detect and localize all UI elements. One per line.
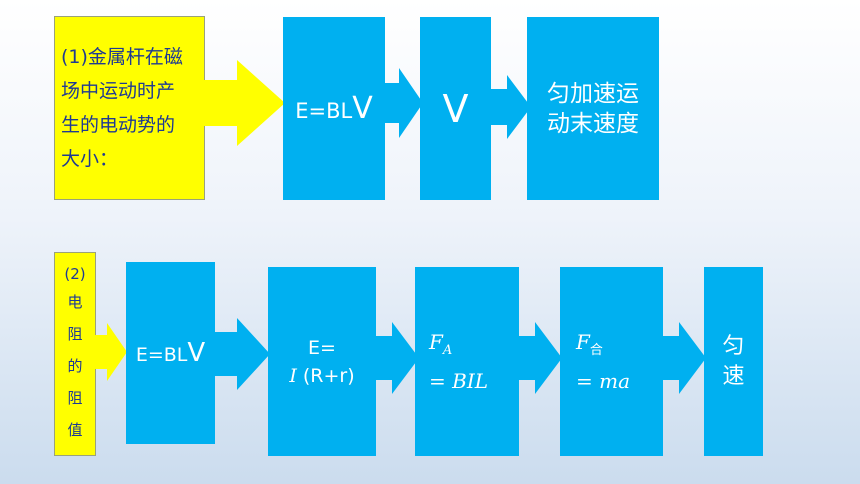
intro-line: 电 (67, 293, 83, 311)
arrow-intro-to-emf-2 (95, 323, 127, 381)
intro-line: 的 (67, 357, 83, 375)
intro-line: 大小： (61, 148, 119, 170)
result-box: 匀加速运 动末速度 (527, 17, 659, 200)
result-line: 匀加速运 (547, 80, 639, 107)
net-force-equation: = ma (576, 369, 631, 393)
velocity-box: V (420, 17, 491, 200)
ohm-current: I (289, 364, 297, 387)
force-equation: = BIL (429, 369, 488, 393)
intro-line: 阻 (67, 389, 83, 407)
intro-line: (2) (64, 265, 86, 283)
net-force-box: F合 = ma (560, 267, 663, 456)
intro-line: 值 (67, 421, 83, 439)
intro-line: (1)金属杆在磁 (61, 46, 183, 68)
intro-line: 阻 (67, 325, 83, 343)
arrow-intro-to-emf-1 (203, 60, 285, 146)
intro-line: 生的电动势的 (61, 114, 176, 136)
emf-v: V (187, 338, 206, 368)
emf-text: E=BL (135, 344, 188, 366)
emf-box-2: E=BLV (126, 262, 215, 444)
result-line: 动末速度 (547, 110, 639, 137)
ohm-rest: (R+r) (302, 364, 355, 387)
emf-text: E=BL (295, 99, 353, 123)
velocity-text: V (442, 86, 469, 131)
end-line: 匀 (722, 333, 745, 359)
emf-box-1: E=BLV (283, 17, 385, 200)
uniform-motion-box: 匀 速 (704, 267, 763, 456)
net-force-subscript: 合 (589, 343, 603, 358)
arrow-ampere-to-net (517, 322, 562, 394)
force-subscript: A (442, 343, 453, 358)
arrow-emf-to-v (383, 68, 423, 138)
end-line: 速 (722, 363, 745, 389)
arrow-emf-to-ohm (213, 318, 270, 390)
arrow-ohm-to-ampere (374, 322, 419, 394)
arrow-net-to-end (661, 322, 706, 394)
ohm-top: E= (308, 336, 336, 359)
emf-v: V (352, 91, 373, 126)
ampere-force-box: FA = BIL (415, 267, 519, 456)
intro-box-2: (2) 电 阻 的 阻 值 (54, 252, 96, 456)
intro-line: 场中运动时产 (61, 80, 176, 102)
ohm-box: E= I (R+r) (268, 267, 376, 456)
intro-box-1: (1)金属杆在磁 场中运动时产 生的电动势的 大小： (54, 16, 205, 200)
net-force-symbol: F (576, 330, 590, 354)
force-symbol: F (429, 330, 443, 354)
arrow-v-to-result (489, 75, 531, 139)
